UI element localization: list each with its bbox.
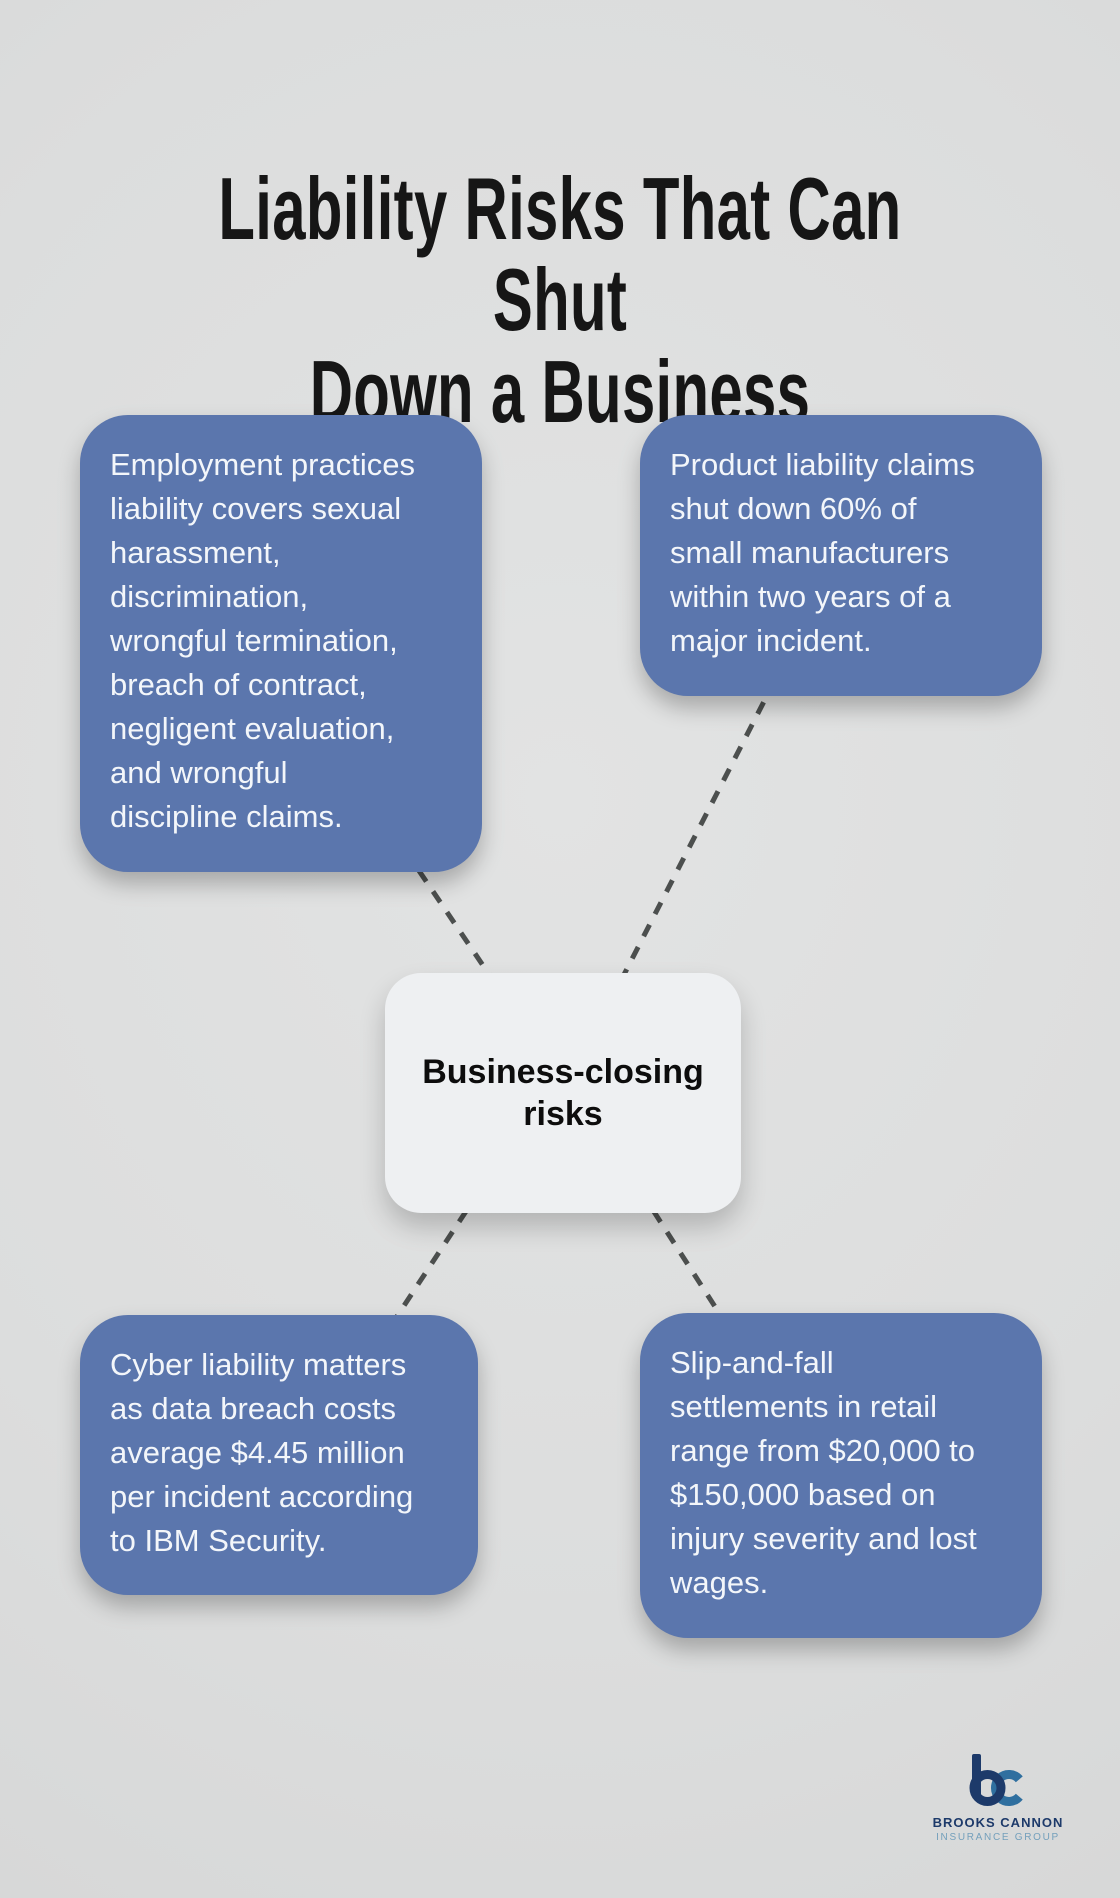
logo-tagline: INSURANCE GROUP bbox=[936, 1832, 1060, 1843]
connector-bottom-left bbox=[385, 1188, 483, 1332]
node-employment-practices-text: Employment practices liability covers se… bbox=[110, 447, 415, 835]
node-cyber-liability-text: Cyber liability matters as data breach c… bbox=[110, 1347, 414, 1559]
logo-company-name: BROOKS CANNON bbox=[932, 1815, 1064, 1830]
node-slip-and-fall: Slip-and-fall settlements in retail rang… bbox=[640, 1313, 1042, 1638]
node-cyber-liability: Cyber liability matters as data breach c… bbox=[80, 1315, 478, 1595]
connector-top-right bbox=[609, 678, 778, 1000]
brooks-cannon-monogram-icon bbox=[969, 1754, 1023, 1806]
brooks-cannon-logo: BROOKS CANNON INSURANCE GROUP bbox=[928, 1752, 1068, 1843]
node-product-liability: Product liability claims shut down 60% o… bbox=[640, 415, 1042, 696]
node-product-liability-text: Product liability claims shut down 60% o… bbox=[670, 447, 975, 659]
connector-top-left bbox=[402, 848, 508, 1000]
center-node-business-closing-risks: Business-closing risks bbox=[385, 973, 741, 1213]
node-slip-and-fall-text: Slip-and-fall settlements in retail rang… bbox=[670, 1345, 977, 1601]
connector-bottom-right bbox=[637, 1188, 733, 1332]
node-employment-practices: Employment practices liability covers se… bbox=[80, 415, 482, 872]
center-node-label: Business-closing risks bbox=[422, 1052, 704, 1134]
